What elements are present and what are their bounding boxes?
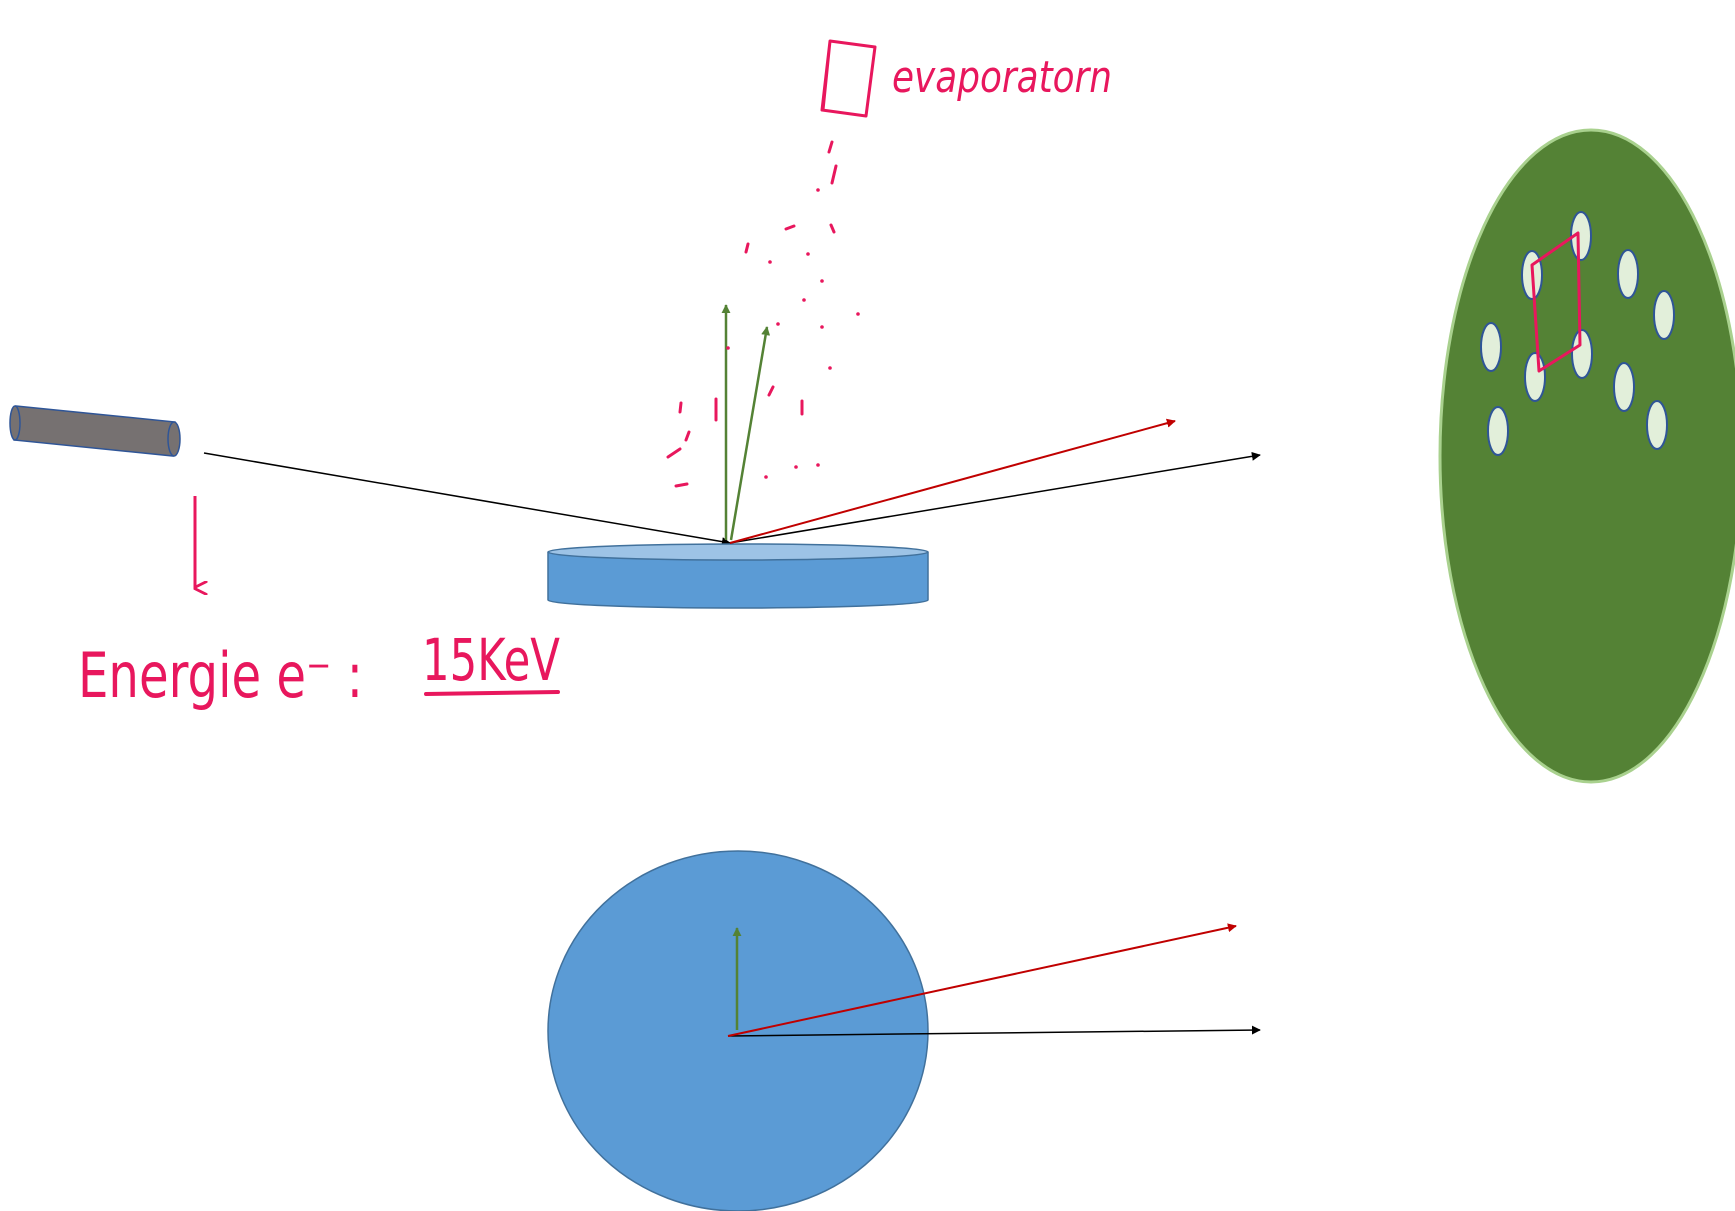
evaporator-label: evaporatorn bbox=[892, 52, 1112, 103]
unit-cell-outline bbox=[1530, 231, 1582, 373]
evaporator-icon bbox=[820, 39, 877, 118]
top-view-diffracted-beam bbox=[727, 923, 1237, 1037]
sample-disk-top bbox=[547, 850, 929, 1211]
electron-gun-icon bbox=[9, 405, 181, 457]
tilted-vector-arrow bbox=[729, 326, 771, 541]
diffraction-spots bbox=[1480, 211, 1675, 456]
fluorescent-screen bbox=[1438, 128, 1735, 784]
sample-disk-side bbox=[547, 543, 929, 609]
energy-value: 15KeV bbox=[422, 626, 560, 694]
incident-beam bbox=[203, 452, 731, 547]
evaporated-flux bbox=[666, 140, 860, 488]
specular-beam bbox=[729, 451, 1261, 544]
energy-value-underline bbox=[424, 690, 560, 696]
diffracted-beam bbox=[729, 418, 1176, 544]
top-view-specular-beam bbox=[727, 1025, 1261, 1037]
energy-label: Energie e⁻ : bbox=[78, 639, 363, 712]
